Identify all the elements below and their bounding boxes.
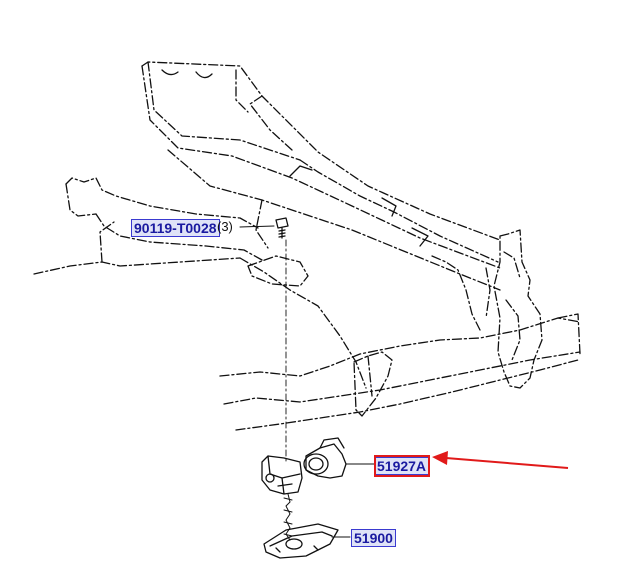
highlight-box-51927A [374, 455, 430, 477]
callout-arrow [432, 451, 569, 469]
part-qty-90119-T0028: (3) [217, 219, 233, 234]
bolt-leader-line [239, 225, 275, 228]
frame-side-rail [141, 61, 501, 291]
frame-cross-member [33, 177, 367, 389]
hanger-plate-drawing [263, 523, 339, 559]
hanger-chain [283, 493, 293, 541]
carrier-part-drawing [303, 437, 347, 479]
part-label-51927A[interactable]: 51927A [374, 457, 430, 475]
part-label-51900[interactable]: 51900 [351, 529, 396, 547]
frame-rear-member [219, 313, 581, 431]
hanger-bracket-drawing [261, 455, 303, 495]
frame-rear-bracket [431, 229, 543, 389]
part-label-90119-T0028[interactable]: 90119-T0028 [131, 219, 220, 237]
bolt-part-drawing [275, 217, 289, 239]
